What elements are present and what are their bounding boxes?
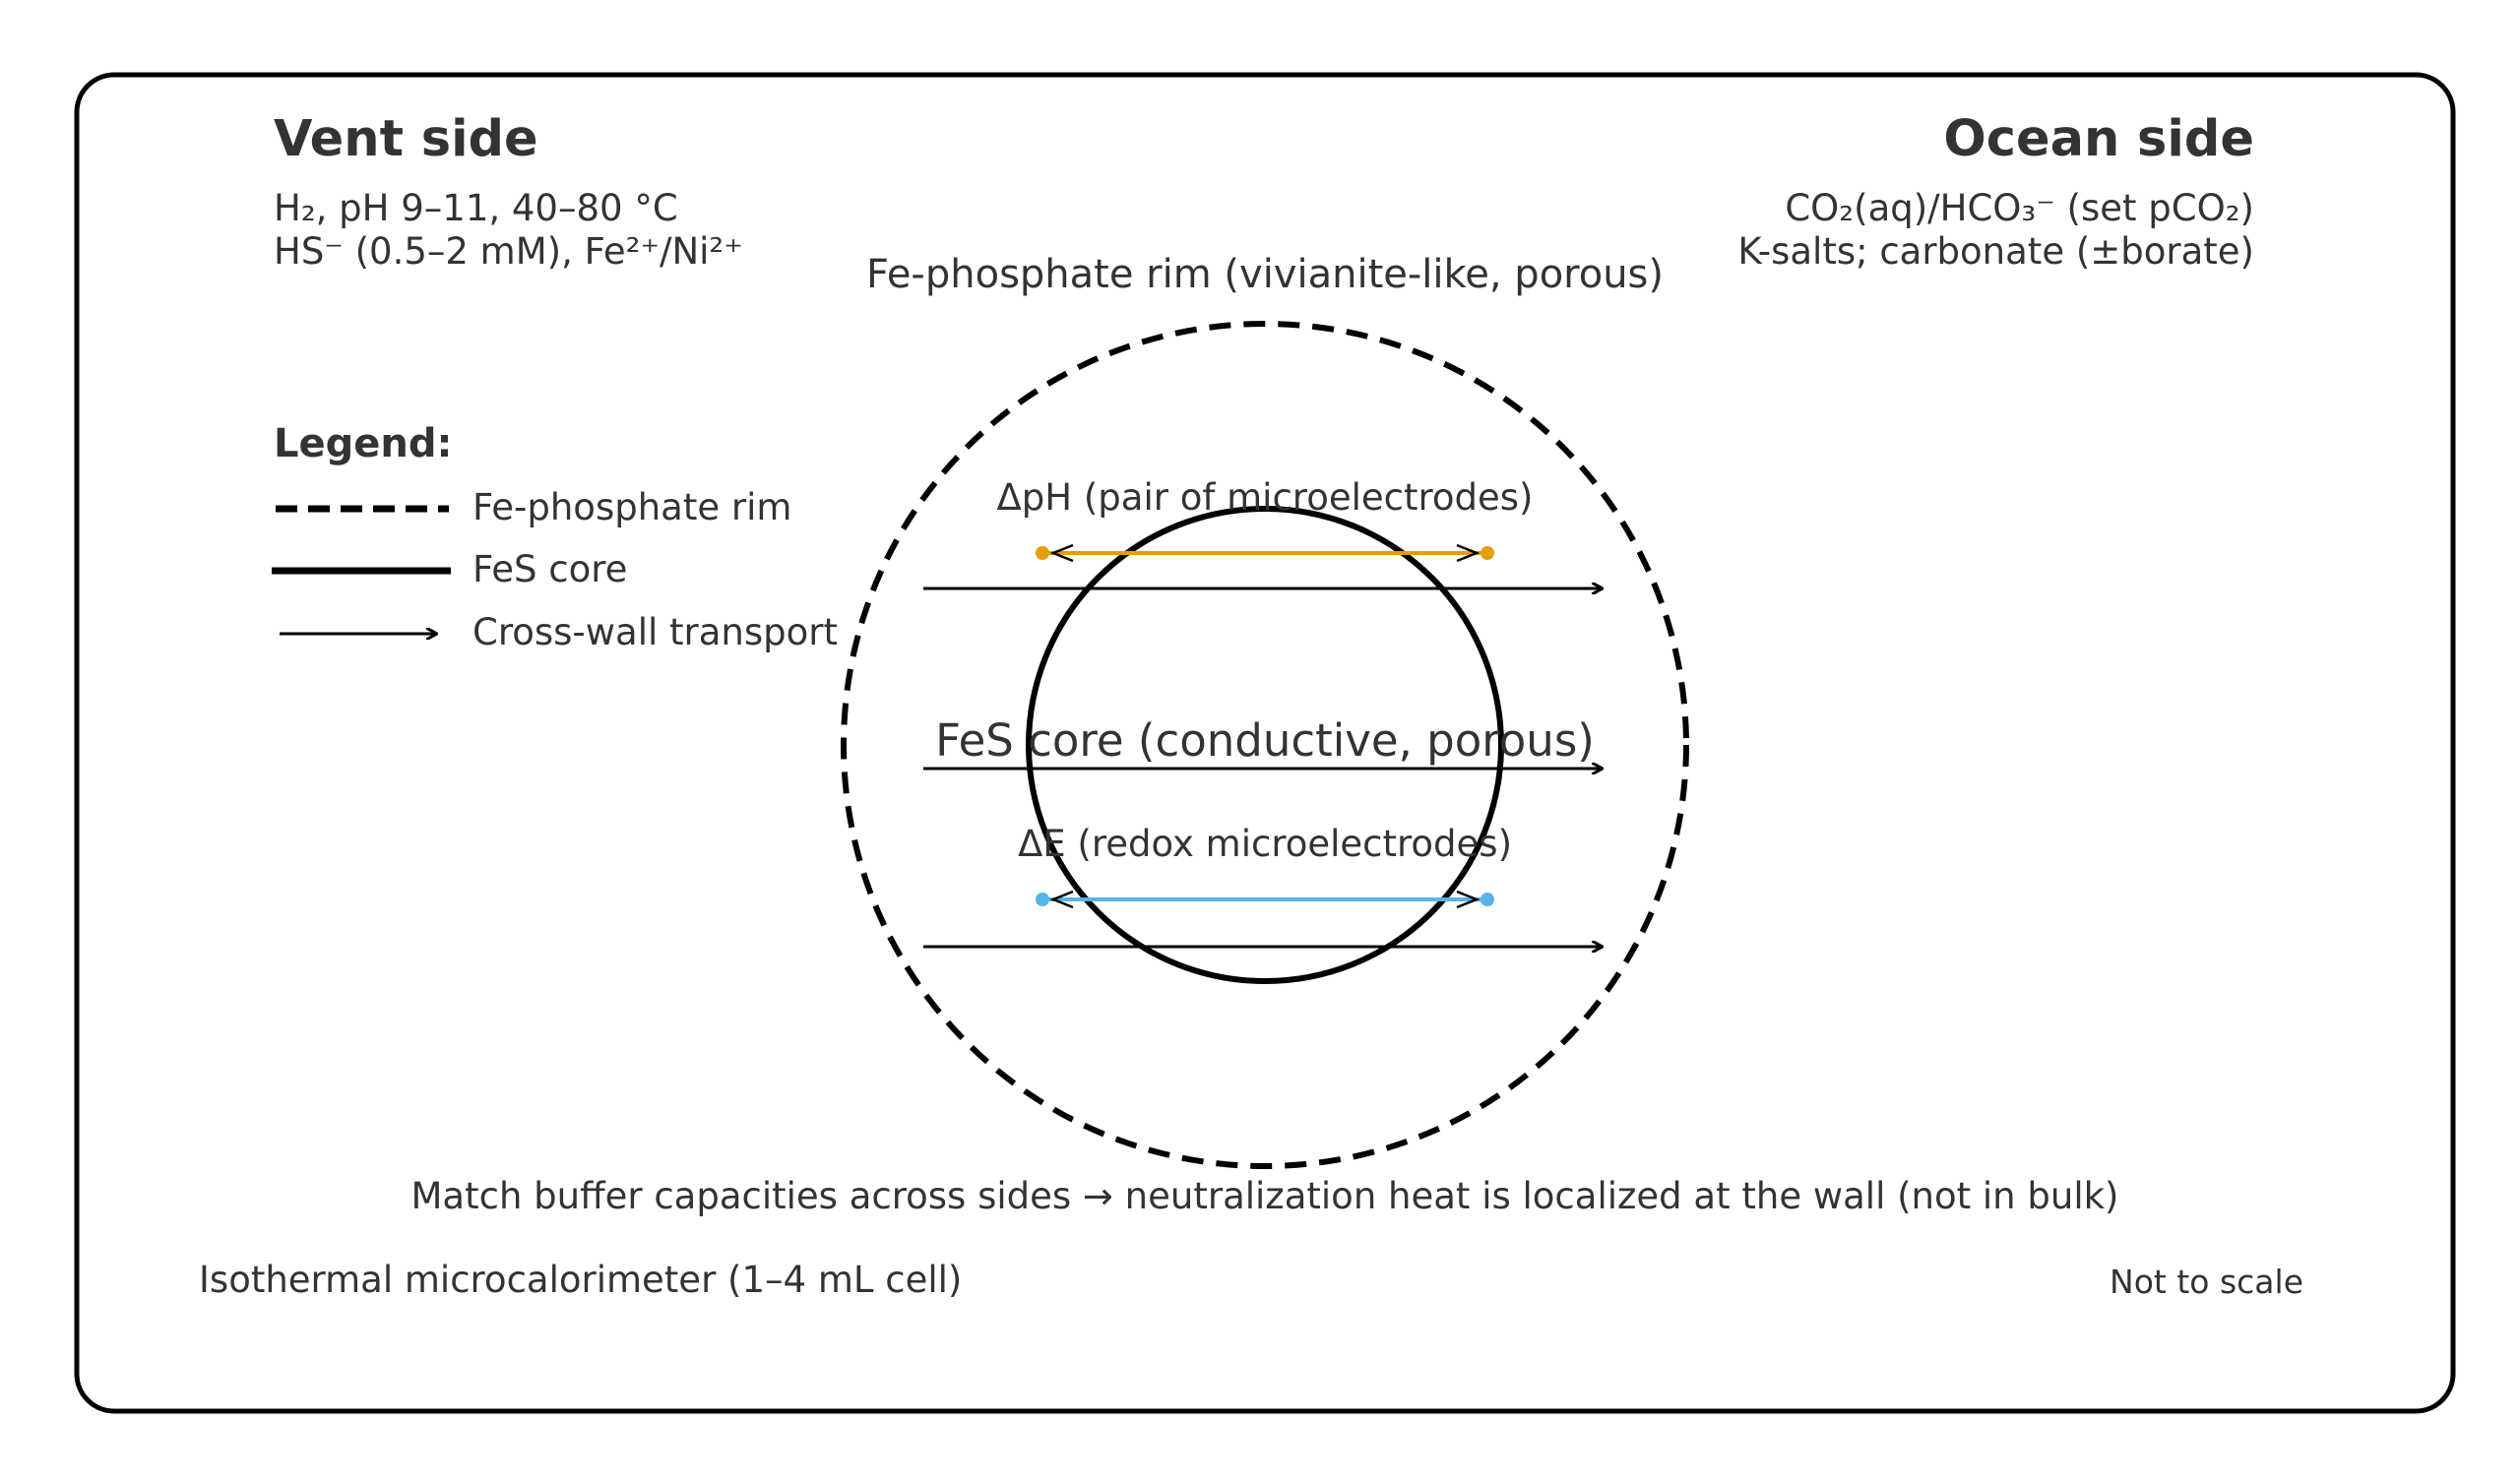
vent-side-title: Vent side bbox=[274, 110, 538, 168]
e-electrode-right bbox=[1480, 893, 1494, 906]
ocean-side-line-1: CO₂(aq)/HCO₃⁻ (set pCO₂) bbox=[1785, 187, 2254, 229]
diagram-frame bbox=[74, 72, 2456, 1414]
legend-item-rim: Fe-phosphate rim bbox=[472, 486, 791, 528]
ocean-side-title: Ocean side bbox=[1943, 110, 2254, 168]
ph-probe-label: ΔpH (pair of microelectrodes) bbox=[996, 476, 1533, 519]
legend-title: Legend: bbox=[274, 421, 452, 466]
vent-side-line-1: H₂, pH 9–11, 40–80 °C bbox=[274, 187, 678, 229]
fes-core bbox=[1026, 506, 1504, 984]
core-label: FeS core (conductive, porous) bbox=[935, 714, 1595, 767]
redox-microelectrode-pair bbox=[1036, 890, 1494, 909]
e-probe-label: ΔE (redox microelectrodes) bbox=[1018, 823, 1512, 865]
scale-note: Not to scale bbox=[2110, 1263, 2303, 1301]
ph-electrode-left bbox=[1036, 546, 1049, 560]
ph-microelectrode-pair bbox=[1036, 543, 1494, 563]
ocean-side-line-2: K-salts; carbonate (±borate) bbox=[1737, 230, 2254, 273]
e-electrode-left bbox=[1036, 893, 1049, 906]
fe-phosphate-rim bbox=[841, 321, 1689, 1169]
legend-item-core: FeS core bbox=[472, 548, 627, 590]
ph-electrode-right bbox=[1480, 546, 1494, 560]
buffer-note: Match buffer capacities across sides → n… bbox=[411, 1175, 2119, 1217]
vent-side-line-2: HS⁻ (0.5–2 mM), Fe²⁺/Ni²⁺ bbox=[274, 230, 743, 273]
legend-item-transport: Cross-wall transport bbox=[472, 611, 838, 653]
rim-label: Fe-phosphate rim (vivianite-like, porous… bbox=[866, 252, 1664, 297]
calorimeter-note: Isothermal microcalorimeter (1–4 mL cell… bbox=[199, 1259, 962, 1301]
